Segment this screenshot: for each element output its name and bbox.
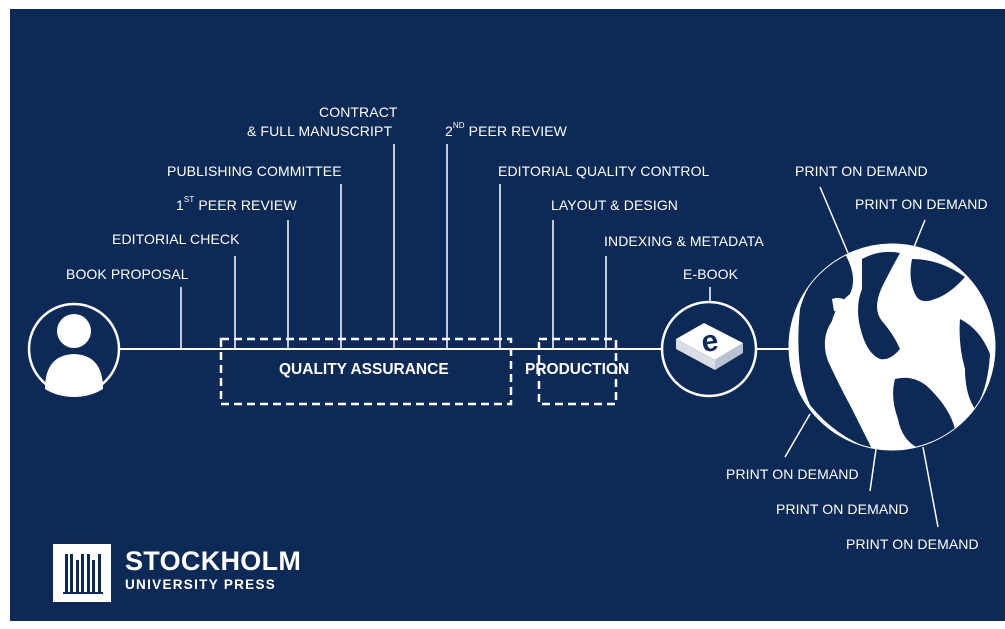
label-print-on-demand-bottom2: PRINT ON DEMAND <box>776 501 909 517</box>
label-print-on-demand-top1: PRINT ON DEMAND <box>795 163 928 179</box>
person-icon <box>27 302 121 397</box>
label-contract-line2: & FULL MANUSCRIPT <box>247 123 393 139</box>
second-peer-review-number: 2 <box>445 123 453 139</box>
pod-line-top1 <box>819 186 849 254</box>
logo-name: STOCKHOLM <box>125 546 302 576</box>
production-box <box>537 337 618 406</box>
label-print-on-demand-bottom1: PRINT ON DEMAND <box>726 466 859 482</box>
production-label: PRODUCTION <box>525 361 630 378</box>
label-layout-design: LAYOUT & DESIGN <box>551 197 679 213</box>
pod-line-top2 <box>913 219 926 248</box>
label-second-peer-review: 2ND PEER REVIEW <box>445 121 567 140</box>
logo-subtitle: UNIVERSITY PRESS <box>125 577 277 592</box>
svg-text:e: e <box>699 324 720 359</box>
books-logo-icon <box>53 544 111 602</box>
pod-line-bottom3 <box>922 446 939 528</box>
pod-line-bottom2 <box>869 448 877 492</box>
diagram-lines: e <box>27 144 996 602</box>
quality-assurance-box <box>219 337 513 406</box>
globe-icon <box>788 243 996 451</box>
first-peer-review-number: 1 <box>176 197 184 213</box>
first-peer-review-text: PEER REVIEW <box>194 197 297 213</box>
label-editorial-check: EDITORIAL CHECK <box>112 231 240 247</box>
ebook-icon: e <box>660 300 758 398</box>
second-peer-review-superscript: ND <box>452 121 465 130</box>
quality-assurance-label: QUALITY ASSURANCE <box>279 361 449 378</box>
second-peer-review-text: PEER REVIEW <box>464 123 567 139</box>
workflow-diagram: e <box>10 9 1005 621</box>
label-indexing-metadata: INDEXING & METADATA <box>604 233 764 249</box>
label-editorial-quality-control: EDITORIAL QUALITY CONTROL <box>498 163 710 179</box>
label-book-proposal: BOOK PROPOSAL <box>66 266 189 282</box>
label-print-on-demand-top2: PRINT ON DEMAND <box>855 196 988 212</box>
label-publishing-committee: PUBLISHING COMMITTEE <box>167 163 342 179</box>
label-first-peer-review: 1ST PEER REVIEW <box>176 195 297 214</box>
pod-line-bottom1 <box>784 413 811 458</box>
first-peer-review-superscript: ST <box>183 195 195 204</box>
label-contract-line1: CONTRACT <box>319 104 398 120</box>
label-ebook: E-BOOK <box>683 266 739 282</box>
label-print-on-demand-bottom3: PRINT ON DEMAND <box>846 536 979 552</box>
